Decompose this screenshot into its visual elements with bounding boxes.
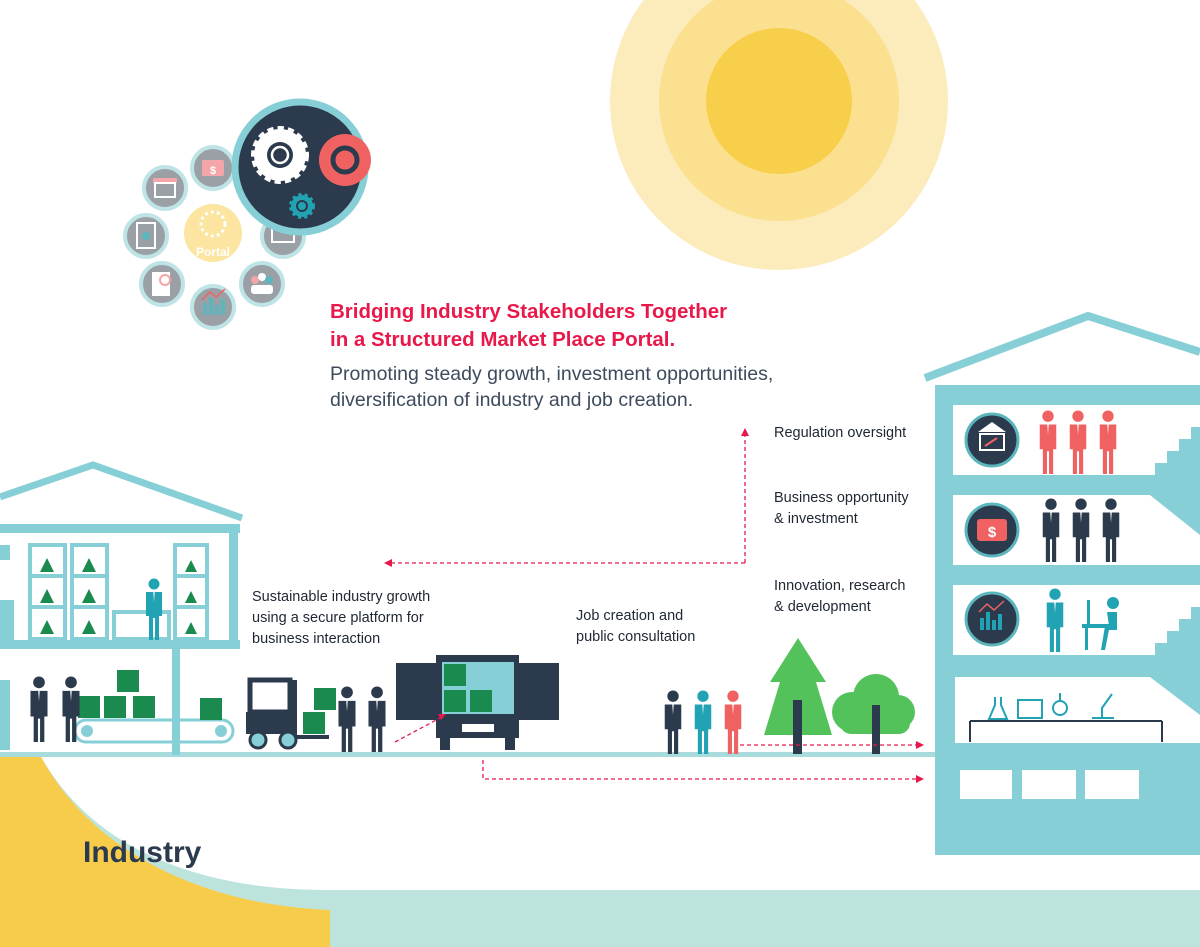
growth-chart-icon (190, 284, 236, 330)
search-document-icon (139, 261, 185, 307)
label-innovation-line-1: Innovation, research (774, 578, 906, 594)
ground (0, 752, 1200, 947)
plant-shelves (28, 543, 209, 641)
investment-icon: $ (964, 502, 1020, 558)
research-chart-icon (964, 591, 1020, 647)
delivery-truck (396, 655, 559, 750)
people-group-icon (239, 261, 285, 307)
flow-arrows (390, 436, 918, 780)
certificate-clipboard-icon (123, 213, 169, 259)
label-business-line-2: & investment (774, 511, 858, 527)
crates (78, 670, 222, 720)
lab-equipment-icons (969, 693, 1163, 742)
label-innovation: Innovation, research & development (774, 576, 905, 618)
portal-globe-icon: Portal (184, 204, 242, 262)
round-tree (832, 674, 915, 754)
citizen-figure (724, 690, 742, 754)
label-jobs: Job creation and public consultation (576, 606, 695, 648)
regulation-icon (964, 412, 1020, 468)
portal-label: Portal (196, 245, 230, 259)
worker-figure (62, 676, 80, 742)
label-innovation-line-2: & development (774, 599, 871, 615)
title-line-1: Bridging Industry Stakeholders Together (330, 300, 728, 323)
label-regulation: Regulation oversight (774, 423, 906, 444)
right-building: $ (923, 311, 1200, 855)
sun (610, 0, 948, 270)
subtitle-line-2: diversification of industry and job crea… (330, 389, 694, 411)
citizen-figure (664, 690, 682, 754)
label-sustainable-line-2: using a secure platform for (252, 610, 424, 626)
subtitle-line-1: Promoting steady growth, investment oppo… (330, 363, 774, 385)
label-regulation-text: Regulation oversight (774, 425, 907, 441)
shop-icon (142, 165, 188, 211)
label-business: Business opportunity & investment (774, 488, 909, 530)
label-jobs-line-2: public consultation (576, 629, 696, 645)
svg-text:$: $ (210, 165, 216, 177)
left-building (0, 461, 244, 755)
arrow-heads (384, 428, 924, 783)
svg-text:$: $ (988, 524, 997, 541)
worker-figure (338, 686, 356, 752)
pine-tree (764, 638, 832, 754)
page-subtitle: Promoting steady growth, investment oppo… (330, 361, 773, 413)
citizen-figure (694, 690, 712, 754)
conveyor-belt (73, 718, 235, 744)
forklift (246, 677, 336, 750)
label-business-line-1: Business opportunity (774, 490, 909, 506)
title-line-2: in a Structured Market Place Portal. (330, 328, 676, 351)
industry-heading: Industry (83, 836, 202, 869)
worker-figure (368, 686, 386, 752)
money-briefcase-icon: $ (190, 145, 236, 191)
label-sustainable: Sustainable industry growth using a secu… (252, 587, 430, 650)
stairs (1150, 427, 1200, 833)
page-title: Bridging Industry Stakeholders Together … (330, 298, 727, 354)
portal-cluster: $ Portal (123, 98, 371, 330)
seated-researcher (1082, 597, 1119, 650)
lab-worker-figure (146, 578, 162, 640)
label-jobs-line-1: Job creation and (576, 608, 684, 624)
worker-figure (30, 676, 48, 742)
label-sustainable-line-3: business interaction (252, 631, 381, 647)
label-sustainable-line-1: Sustainable industry growth (252, 589, 431, 605)
gears-icon (231, 98, 371, 236)
